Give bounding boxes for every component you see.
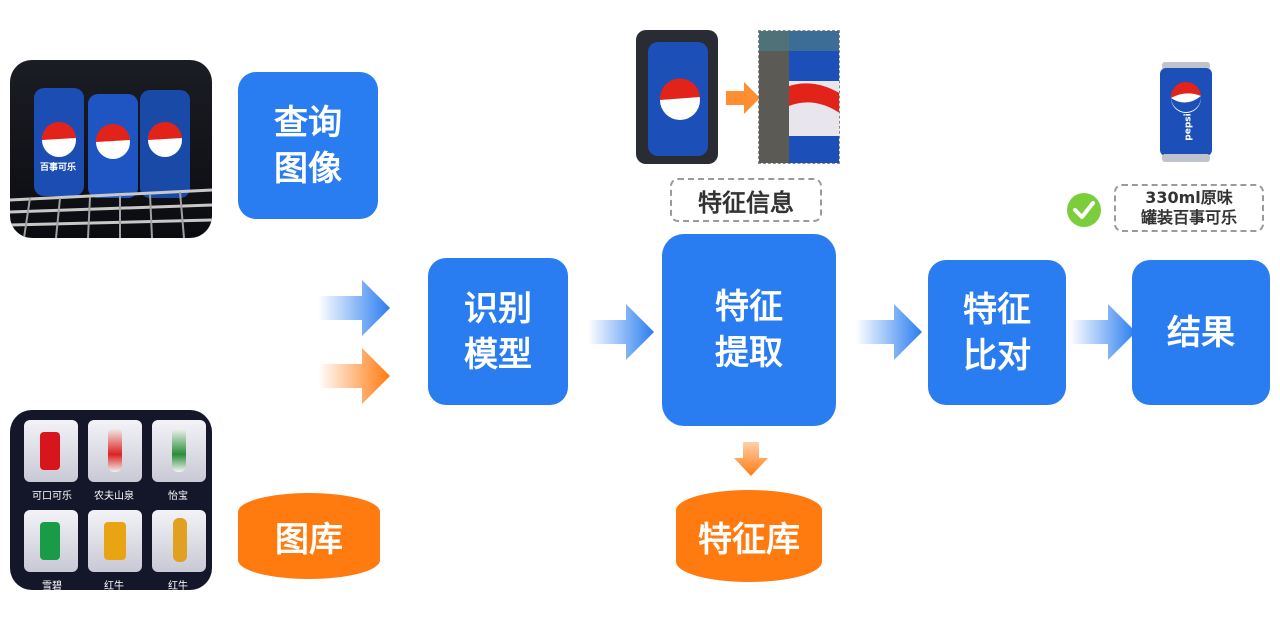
gallery-label: 雪碧 — [42, 581, 62, 590]
query-image-photo: 百事可乐 — [10, 60, 212, 238]
arrow-right-icon — [318, 280, 390, 336]
result-box[interactable]: 结果 — [1132, 260, 1270, 405]
can-label-text: 百事可乐 — [40, 163, 77, 173]
result-label-line2: 罐装百事可乐 — [1140, 208, 1237, 227]
recognition-model-line1: 识别 — [464, 288, 532, 329]
water-bottle-red — [108, 428, 122, 472]
feature-extraction-line2: 提取 — [715, 333, 783, 373]
query-image-line2: 图像 — [274, 148, 342, 189]
result-text: 结果 — [1167, 312, 1235, 353]
query-image-box[interactable]: 查询 图像 — [238, 72, 378, 219]
arrow-right-icon — [1070, 304, 1136, 360]
result-can-image: pepsi — [1158, 60, 1214, 164]
gallery-label: 红牛 — [168, 581, 188, 590]
query-image-line1: 查询 — [274, 102, 342, 143]
feature-matching-line2: 比对 — [963, 335, 1031, 376]
arrow-right-icon — [726, 82, 760, 114]
shelf-cans-illustration — [10, 88, 212, 238]
result-label: 330ml原味 罐装百事可乐 — [1114, 184, 1264, 232]
arrow-right-icon — [856, 304, 922, 360]
gallery-label: 可口可乐 — [32, 491, 72, 502]
redbull-can-gold — [104, 522, 126, 560]
feature-map-crop — [758, 30, 840, 164]
feature-library-box[interactable]: 特征库 — [676, 490, 822, 582]
sprite-can — [40, 522, 60, 560]
feature-info-label: 特征信息 — [670, 178, 822, 222]
feature-matching-line1: 特征 — [963, 289, 1031, 330]
feature-info-text: 特征信息 — [698, 188, 794, 217]
recognition-model-box[interactable]: 识别 模型 — [428, 258, 568, 405]
gallery-photo: 可口可乐 农夫山泉 怡宝 雪碧 红牛 红牛 — [10, 410, 212, 590]
result-can-brand: pepsi — [1183, 113, 1194, 141]
arrow-right-icon — [318, 348, 390, 404]
feature-extraction-line1: 特征 — [715, 287, 783, 327]
redbull-bottle — [173, 518, 187, 562]
gallery-box[interactable]: 图库 — [238, 493, 380, 579]
feature-matching-box[interactable]: 特征 比对 — [928, 260, 1066, 405]
recognition-model-line2: 模型 — [464, 334, 532, 375]
arrow-down-icon — [734, 442, 768, 476]
coke-can — [40, 432, 60, 470]
gallery-label: 怡宝 — [168, 491, 188, 502]
feature-source-crop — [636, 30, 718, 164]
feature-library-text: 特征库 — [698, 519, 800, 560]
check-circle-icon — [1067, 193, 1101, 227]
feature-extraction-box[interactable]: 特征 提取 — [662, 234, 836, 426]
water-bottle-green — [172, 428, 186, 472]
arrow-right-icon — [588, 304, 654, 360]
gallery-label: 农夫山泉 — [94, 491, 134, 502]
gallery-label: 红牛 — [104, 581, 124, 590]
result-label-line1: 330ml原味 — [1145, 188, 1233, 207]
gallery-label-text: 图库 — [275, 519, 343, 560]
